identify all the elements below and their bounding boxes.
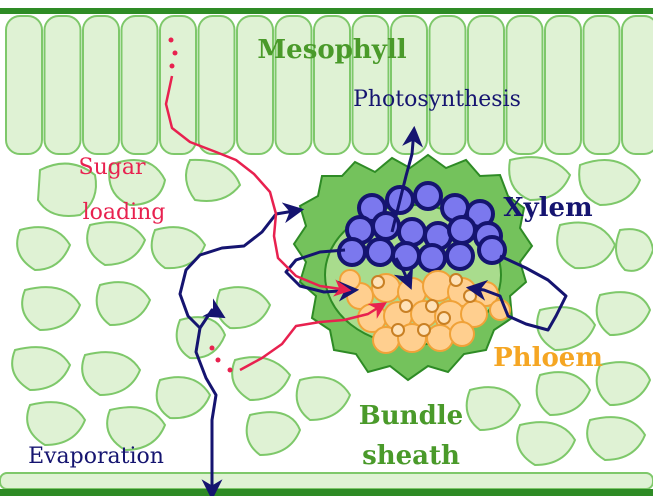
companion-cell [438,312,450,324]
phloem-label: Phloem [493,343,603,373]
palisade-cell [468,16,504,154]
xylem-vessel [415,183,441,209]
xylem-vessel [419,245,445,271]
xylem-vessel [447,243,473,269]
sugar-loading-label-line1: Sugar [79,155,146,180]
palisade-cell [199,16,235,154]
palisade-cell [6,16,42,154]
xylem-vessel [399,219,425,245]
phloem-cell [340,270,360,290]
companion-cell [418,324,430,336]
companion-cell [426,300,438,312]
palisade-cell [45,16,81,154]
palisade-cell [122,16,158,154]
companion-cell [400,300,412,312]
palisade-cell [507,16,543,154]
palisade-cell [430,16,466,154]
xylem-vessel [393,243,419,269]
mesophyll-label: Mesophyll [257,35,406,65]
sugar-loading-label-line2: loading [83,200,166,225]
bundle-sheath-label-line2: sheath [362,441,460,471]
xylem-label: Xylem [503,193,592,223]
xylem-vessel [449,217,475,243]
upper-epidermis [0,8,653,14]
xylem-vessel [479,237,505,263]
palisade-cell [83,16,119,154]
palisade-cell [584,16,620,154]
lower-epidermis [0,473,653,489]
companion-cell [392,324,404,336]
palisade-cell [545,16,581,154]
photosynthesis-label: Photosynthesis [353,87,521,112]
evaporation-label: Evaporation [28,444,164,469]
companion-cell [450,274,462,286]
companion-cell [372,276,384,288]
bundle-sheath-label-line1: Bundle [359,401,463,431]
xylem-vessel [367,239,393,265]
palisade-cell [622,16,653,154]
lower-epidermis-edge [0,489,653,496]
xylem-vessel [339,239,365,265]
phloem-cell [450,322,474,346]
companion-cell [464,290,476,302]
